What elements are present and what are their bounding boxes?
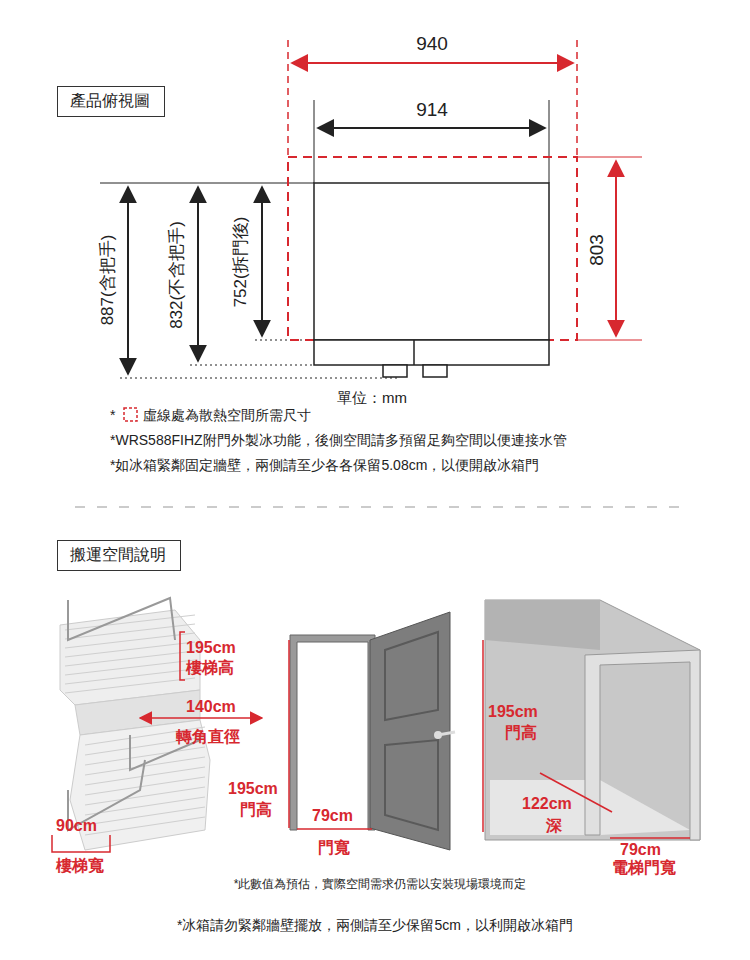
- stair-step: [85, 777, 205, 795]
- dashed-symbol: [124, 408, 137, 421]
- stair-step: [65, 651, 195, 666]
- dimension-name: 樓梯寬: [56, 857, 104, 875]
- dimension-name: 轉角直徑: [176, 728, 240, 746]
- heading-box: 搬運空間說明: [57, 540, 181, 571]
- stair-step: [85, 797, 205, 815]
- staircase: [60, 598, 210, 850]
- heading-box: 產品俯視圖: [57, 86, 165, 117]
- dimension-name: 深: [546, 817, 562, 835]
- unit-note: 單位：mm: [337, 389, 407, 406]
- note-mark: *: [110, 407, 115, 423]
- note: 虛線處為散熱空間所需尺寸: [143, 407, 311, 423]
- dimension: 195cm: [186, 639, 236, 657]
- stair-step: [85, 787, 205, 805]
- dimension: 195cm: [488, 703, 538, 721]
- dimension: 79cm: [620, 841, 661, 859]
- heading-text: 產品俯視圖: [70, 92, 150, 109]
- dimension: 752(拆門後): [231, 217, 251, 308]
- stair-step: [65, 660, 195, 675]
- elevator: [485, 600, 700, 840]
- separator: [75, 506, 680, 508]
- note: *如冰箱緊鄰固定牆壁，兩側請至少各各保留5.08cm，以便開啟冰箱門: [110, 457, 539, 473]
- door-dimensions: [289, 640, 372, 829]
- dimension-lines: [100, 40, 642, 378]
- dimension: 90cm: [56, 817, 97, 835]
- dimension: 140cm: [186, 698, 236, 716]
- dimension-name: 門寬: [318, 839, 350, 857]
- stair-step: [65, 669, 195, 684]
- note: *冰箱請勿緊鄰牆壁擺放，兩側請至少保留5cm，以利開啟冰箱門: [177, 917, 573, 933]
- stair-step: [85, 817, 205, 835]
- dimension: 940: [416, 33, 448, 55]
- dimension: 832(不含把手): [167, 221, 187, 329]
- dimension: 803: [586, 234, 608, 266]
- heading-text: 搬運空間說明: [70, 546, 166, 563]
- dimension: 79cm: [312, 807, 353, 825]
- dimension-name: 門高: [505, 724, 537, 742]
- dimension-name: 門高: [240, 801, 272, 819]
- dimension-name: 電梯門寬: [612, 859, 676, 877]
- clearance-outline: [288, 157, 577, 340]
- fridge-top-view: [314, 183, 549, 377]
- stair-step: [85, 767, 205, 785]
- dimension: 122cm: [522, 795, 572, 813]
- elevator-dimensions: [483, 640, 690, 838]
- dimension: 914: [416, 99, 448, 121]
- note: *WRS588FIHZ附門外製冰功能，後側空間請多預留足夠空間以便連接水管: [110, 432, 567, 448]
- dimension: 887(含把手): [98, 235, 118, 326]
- stair-dimensions: [52, 632, 262, 852]
- dimension-name: 樓梯高: [186, 659, 234, 677]
- dimension: 195cm: [228, 780, 278, 798]
- stair-step: [65, 615, 195, 630]
- stair-step: [65, 642, 195, 657]
- door: [290, 612, 455, 850]
- note: *此數值為預估，實際空間需求仍需以安裝現場環境而定: [234, 878, 527, 892]
- stair-step: [65, 633, 195, 648]
- stair-step: [65, 678, 195, 693]
